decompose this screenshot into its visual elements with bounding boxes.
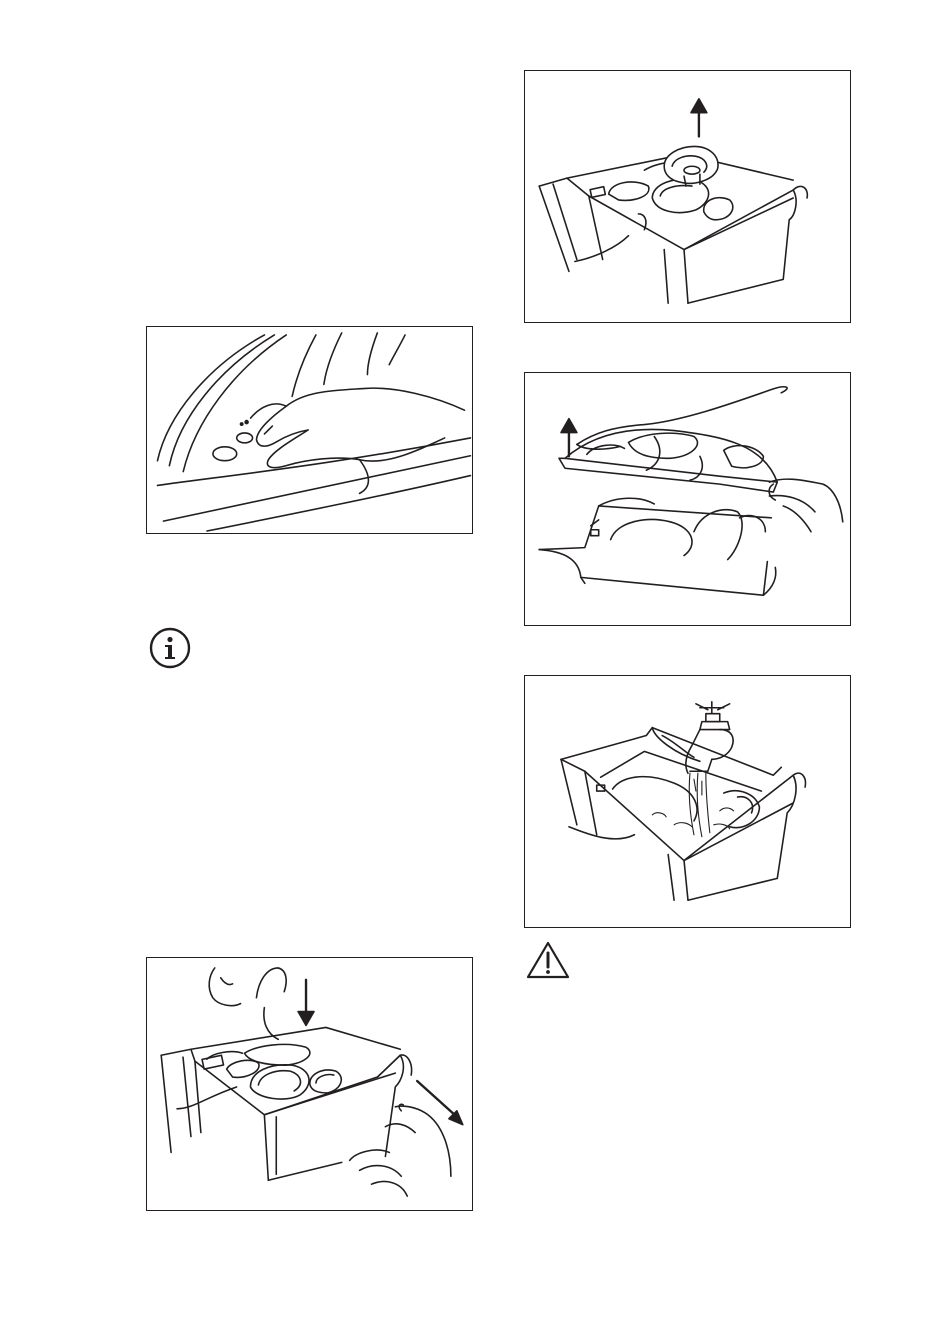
figure-dispenser-lever: [146, 957, 473, 1211]
hand-drum-filter-illustration: [147, 327, 472, 533]
hand-pressing-dispenser-lever-illustration: [147, 958, 472, 1210]
info-icon: [148, 626, 192, 670]
figure-siphon-removal: [524, 70, 851, 323]
figure-drum-filter: [146, 326, 473, 534]
siphon-cap-removal-illustration: [525, 71, 850, 322]
warning-icon: [525, 940, 571, 980]
hands-lifting-insert-illustration: [525, 373, 850, 625]
tap-rinsing-dispenser-illustration: [525, 676, 850, 927]
footer-crop-mark: [0, 1318, 80, 1324]
figure-rinse-tap: [524, 675, 851, 928]
figure-insert-lift: [524, 372, 851, 626]
